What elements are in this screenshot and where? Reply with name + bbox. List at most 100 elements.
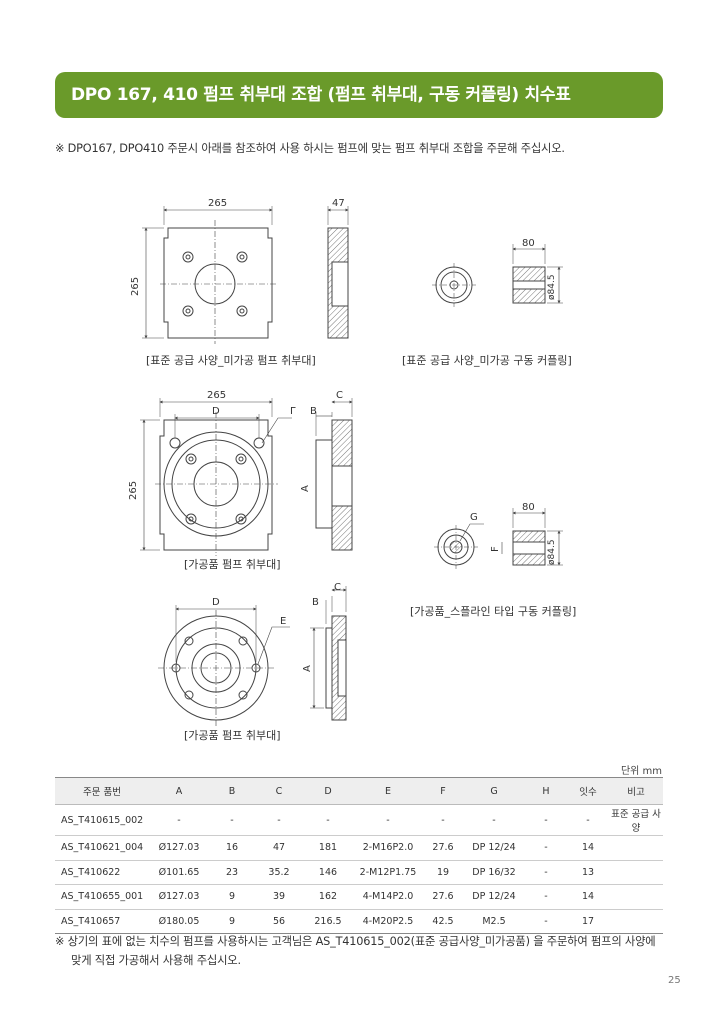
standard-mount-front-view (142, 206, 276, 344)
page-number: 25 (668, 975, 681, 986)
unit-label: 단위 mm (620, 766, 662, 777)
standard-coupling-side-view (512, 244, 563, 304)
table-cell: 216.5 (303, 909, 353, 934)
table-cell: 4-M14P2.0 (353, 884, 423, 910)
table-header: H (525, 777, 567, 805)
table-cell (609, 835, 663, 861)
flange-mount-bolt-holes (171, 636, 261, 700)
table-cell (609, 860, 663, 885)
dim-label: Γ (290, 406, 296, 417)
machined-mount-side-view (315, 398, 353, 551)
table-cell: Ø127.03 (149, 835, 209, 861)
standard-mount-bolt-holes (182, 251, 248, 317)
dim-label: C (334, 582, 341, 593)
table-header: F (423, 777, 463, 805)
table-cell: 9 (209, 884, 255, 910)
table-cell: - (255, 804, 303, 836)
flange-mount-front-view (158, 605, 290, 726)
dim-label: 80 (522, 502, 535, 513)
machined-mount-bolt-holes (169, 437, 265, 525)
table-cell: - (303, 804, 353, 836)
table-cell: 16 (209, 835, 255, 861)
table-cell: AS_T410657 (55, 909, 149, 934)
table-cell: 17 (567, 909, 609, 934)
figure-caption: [가공품_스플라인 타입 구동 커플링] (410, 605, 577, 618)
intro-text: ※ DPO167, DPO410 주문시 아래를 참조하여 사용 하시는 펌프에… (55, 142, 565, 155)
table-cell: 181 (303, 835, 353, 861)
table-cell: - (525, 860, 567, 885)
table-cell: DP 16/32 (463, 860, 525, 885)
dim-label: 265 (128, 481, 139, 500)
table-row: AS_T410615_002---------표준 공급 사양 (55, 804, 663, 836)
figure-caption: [표준 공급 사양_미가공 펌프 취부대] (146, 354, 316, 367)
table-header: A (149, 777, 209, 805)
table-cell: 4-M20P2.5 (353, 909, 423, 934)
table-cell (609, 909, 663, 934)
table-cell: 27.6 (423, 884, 463, 910)
table-cell: 13 (567, 860, 609, 885)
table-header: C (255, 777, 303, 805)
dim-label: A (302, 665, 313, 672)
table-cell: 162 (303, 884, 353, 910)
technical-drawings: 265 47 265 80 ø84.5 265 D Γ B C A 265 80… (128, 198, 563, 726)
table-cell: 56 (255, 909, 303, 934)
table-cell: 9 (209, 909, 255, 934)
table-header: 비고 (609, 777, 663, 805)
table-cell: 2-M16P2.0 (353, 835, 423, 861)
dim-label: ø84.5 (547, 539, 557, 565)
table-cell: 27.6 (423, 835, 463, 861)
dim-label: ø84.5 (547, 274, 557, 300)
table-cell (609, 884, 663, 910)
machined-mount-front-view (140, 398, 292, 556)
standard-coupling-front-view (432, 263, 476, 307)
table-cell: - (567, 804, 609, 836)
footnote-line-1: ※ 상기의 표에 없는 치수의 펌프를 사용하시는 고객님은 AS_T41061… (55, 935, 656, 948)
table-cell: - (423, 804, 463, 836)
table-header: E (353, 777, 423, 805)
spline-coupling-side-view (501, 508, 563, 566)
table-cell: - (525, 884, 567, 910)
table-cell: - (353, 804, 423, 836)
table-header: 주문 품번 (55, 777, 149, 805)
table-cell: - (209, 804, 255, 836)
dim-label: 265 (208, 198, 227, 209)
dim-label: C (336, 390, 343, 401)
table-header: G (463, 777, 525, 805)
table-header: B (209, 777, 255, 805)
spline-coupling-front-view (434, 523, 484, 569)
table-cell: - (525, 909, 567, 934)
table-cell: 35.2 (255, 860, 303, 885)
dim-label: 47 (332, 198, 345, 209)
dim-label: A (300, 485, 311, 492)
dim-label: B (310, 406, 317, 417)
table-cell: Ø180.05 (149, 909, 209, 934)
table-cell: 39 (255, 884, 303, 910)
dim-label: 80 (522, 238, 535, 249)
table-cell: - (525, 835, 567, 861)
page-title: DPO 167, 410 펌프 취부대 조합 (펌프 취부대, 구동 커플링) … (55, 72, 663, 118)
table-cell: 표준 공급 사양 (609, 804, 663, 836)
table-cell: 42.5 (423, 909, 463, 934)
table-cell: DP 12/24 (463, 835, 525, 861)
dim-label: E (280, 616, 286, 627)
table-cell: AS_T410615_002 (55, 804, 149, 836)
table-cell: 19 (423, 860, 463, 885)
dim-label: F (490, 546, 501, 552)
flange-mount-side-view (310, 586, 347, 721)
figure-caption: [가공품 펌프 취부대] (184, 729, 281, 742)
table-cell: 146 (303, 860, 353, 885)
dim-label: 265 (130, 277, 141, 296)
footnote: ※ 상기의 표에 없는 치수의 펌프를 사용하시는 고객님은 AS_T41061… (55, 932, 675, 970)
dim-label: B (312, 597, 319, 608)
table-cell: 14 (567, 884, 609, 910)
dimension-table: 주문 품번 A B C D E F G H 잇수 비고 AS_T410615_0… (55, 777, 663, 934)
table-header: 잇수 (567, 777, 609, 805)
dim-label: G (470, 512, 478, 523)
table-cell: 47 (255, 835, 303, 861)
table-cell: 23 (209, 860, 255, 885)
table-header-row: 주문 품번 A B C D E F G H 잇수 비고 (55, 777, 663, 805)
